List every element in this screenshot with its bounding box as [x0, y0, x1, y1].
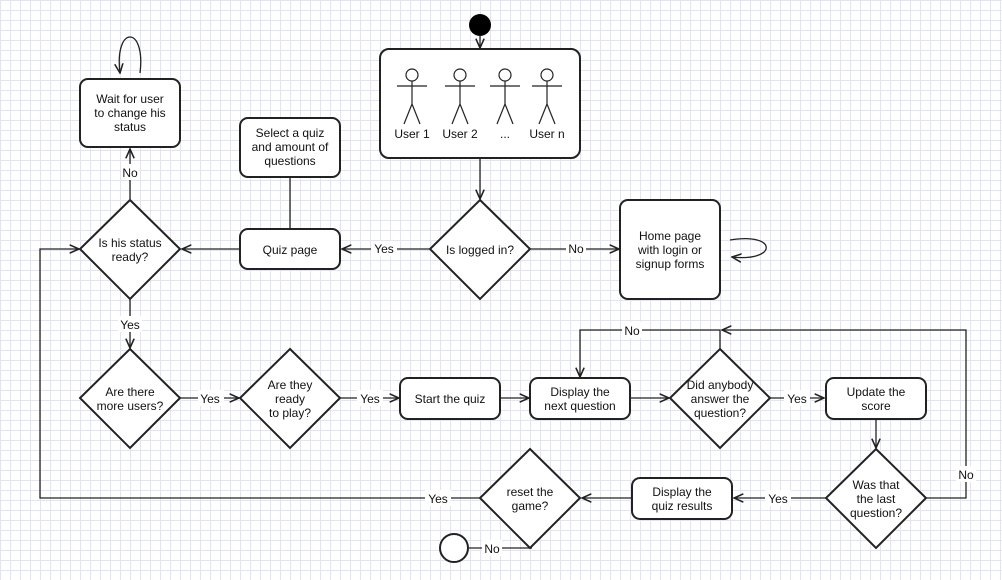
label-status-no: No [122, 166, 138, 180]
node-text-line: more users? [97, 399, 164, 413]
label-reset-no: No [484, 542, 500, 556]
start-quiz-box: Start the quiz [399, 377, 501, 420]
node-text-line: Quiz page [263, 243, 318, 257]
label-last-yes: Yes [768, 492, 788, 506]
edge-labels: No Yes Yes No Yes Yes Yes No No Yes Yes … [118, 164, 976, 556]
node-text-line: Display the [652, 485, 712, 499]
update-score-box: Update the score [825, 377, 927, 420]
more-users-decision: Are there more users? [78, 347, 182, 450]
users-box: User 1 User 2 ... User n [379, 48, 581, 159]
anybody-answer-decision: Did anybody answer the question? [668, 347, 772, 450]
actor-icon [532, 68, 562, 125]
actor-icon [397, 68, 427, 125]
node-text-line: to change his [94, 106, 165, 120]
ready-to-play-decision: Are they ready to play? [238, 347, 342, 450]
actor-icon [445, 68, 475, 125]
edge-reset-yes [39, 249, 480, 499]
label-logged-no: No [568, 242, 584, 256]
edge-wait-self-loop [119, 36, 142, 73]
user-label: User n [529, 127, 564, 141]
user-label: User 1 [394, 127, 430, 141]
node-text-line: question? [850, 506, 902, 520]
label-last-no: No [958, 468, 974, 482]
node-text-line: Display the [550, 385, 610, 399]
node-text-line: Did anybody [687, 378, 754, 392]
label-more-yes: Yes [200, 392, 220, 406]
node-text-line: with login or [637, 243, 702, 257]
wait-for-user-box: Wait for user to change his status [79, 78, 181, 148]
next-question-box: Display the next question [529, 377, 631, 420]
label-logged-yes: Yes [374, 242, 394, 256]
edge-last-no [722, 330, 967, 499]
edge-home-page-self-loop [729, 238, 767, 258]
node-text-line: Is logged in? [446, 243, 514, 257]
logged-in-decision: Is logged in? [428, 198, 532, 301]
node-text-line: answer the [691, 392, 750, 406]
node-text-line: reset the [507, 485, 554, 499]
select-quiz-box: Select a quiz and amount of questions [239, 117, 341, 178]
start-node [469, 14, 491, 36]
node-text-line: to play? [269, 406, 311, 420]
label-ready-yes: Yes [360, 392, 380, 406]
actor-icon [490, 68, 520, 125]
edge-answer-no [580, 329, 721, 377]
node-text-line: quiz results [652, 499, 713, 513]
user-label: User 2 [442, 127, 478, 141]
node-text-line: Update the [847, 385, 906, 399]
node-text-line: Wait for user [96, 92, 164, 106]
node-text-line: Are there [105, 385, 155, 399]
node-text-line: signup forms [636, 257, 705, 271]
node-text-line: Is his status [98, 236, 161, 250]
label-status-yes: Yes [120, 318, 140, 332]
node-text-line: question? [694, 406, 746, 420]
node-text-line: ready? [112, 250, 149, 264]
quiz-page-box: Quiz page [239, 228, 341, 270]
user-label: ... [500, 127, 510, 141]
last-question-decision: Was that the last question? [824, 447, 928, 550]
node-text-line: Are they [268, 378, 313, 392]
node-text-line: Start the quiz [415, 392, 486, 406]
reset-game-decision: reset the game? [478, 447, 582, 550]
node-text-line: status [114, 120, 146, 134]
node-text-line: Home page [639, 229, 701, 243]
edges [39, 36, 967, 549]
label-answer-yes: Yes [787, 392, 807, 406]
node-text-line: the last [857, 492, 896, 506]
home-page-box: Home page with login or signup forms [619, 199, 721, 300]
quiz-results-box: Display the quiz results [631, 477, 733, 520]
node-text-line: and amount of [252, 140, 329, 154]
node-text-line: questions [264, 154, 315, 168]
label-answer-no: No [624, 324, 640, 338]
node-text-line: next question [544, 399, 615, 413]
node-text-line: ready [275, 392, 305, 406]
node-text-line: Select a quiz [256, 126, 325, 140]
end-node [439, 533, 469, 563]
node-text-line: Was that [853, 478, 901, 492]
status-ready-decision: Is his status ready? [78, 198, 182, 301]
node-text-line: game? [512, 499, 549, 513]
node-text-line: score [861, 399, 891, 413]
label-reset-yes: Yes [428, 492, 448, 506]
